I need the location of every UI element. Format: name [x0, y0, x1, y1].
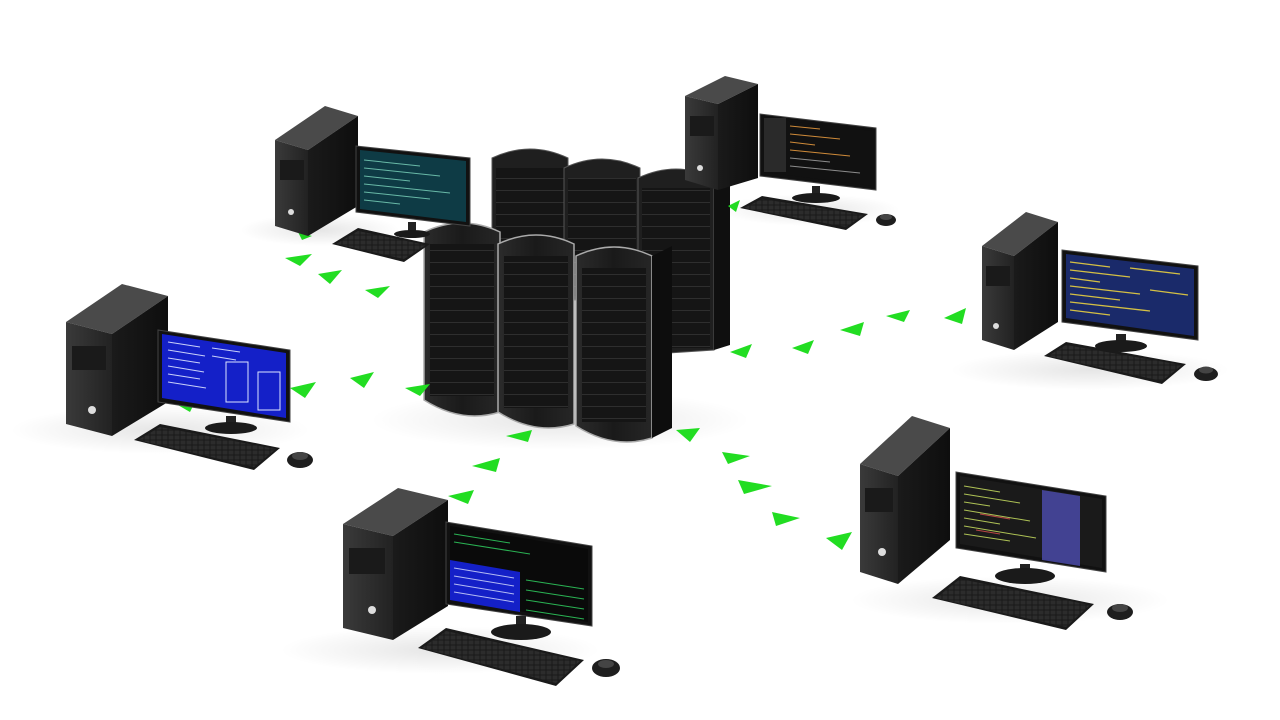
arrow-icon	[840, 322, 864, 336]
arrow-icon	[506, 430, 532, 442]
arrow-icon	[738, 480, 772, 494]
pc-tower	[66, 284, 168, 436]
power-button-icon	[88, 406, 96, 414]
keyboard	[932, 576, 1094, 630]
monitor	[759, 113, 877, 203]
mouse	[876, 214, 896, 226]
pc-tower	[275, 106, 358, 236]
pc-tower	[685, 76, 758, 190]
arrow-icon	[792, 340, 814, 354]
pc-tower	[343, 488, 448, 640]
keyboard	[332, 228, 430, 262]
monitor	[955, 471, 1107, 584]
arrow-icon	[318, 270, 342, 284]
server-rack-front-2	[497, 234, 575, 429]
arrow-icon	[944, 308, 966, 324]
mouse	[1107, 604, 1133, 620]
server-cluster	[370, 148, 750, 450]
mouse	[592, 659, 620, 677]
workstation-bottom-left	[280, 488, 620, 686]
workstation-left	[10, 284, 313, 470]
arrow-icon	[772, 512, 800, 526]
monitor-screen	[960, 476, 1102, 568]
power-button-icon	[878, 548, 886, 556]
workstation-top-left	[240, 106, 471, 262]
mouse	[287, 452, 313, 468]
monitor	[355, 145, 471, 238]
server-rack-front-3	[575, 246, 672, 443]
workstation-bottom-right	[850, 416, 1170, 630]
power-button-icon	[288, 209, 294, 215]
arrow-icon	[405, 384, 430, 396]
pc-tower	[982, 212, 1058, 350]
monitor-screen	[162, 334, 286, 418]
arrow-icon	[826, 532, 852, 550]
power-button-icon	[368, 606, 376, 614]
power-button-icon	[697, 165, 703, 171]
power-button-icon	[993, 323, 999, 329]
arrow-icon	[365, 286, 390, 298]
monitor-screen	[764, 118, 872, 186]
keyboard	[740, 196, 868, 230]
arrow-icon	[290, 382, 316, 398]
monitor	[157, 329, 291, 434]
monitor	[1061, 249, 1199, 352]
pc-tower	[860, 416, 950, 584]
workstation-right	[950, 212, 1230, 390]
monitor	[445, 521, 593, 640]
server-rack-front-1	[423, 222, 501, 417]
arrow-icon	[350, 372, 374, 388]
keyboard	[418, 628, 584, 686]
workstation-top-right	[685, 76, 900, 230]
arrow-icon	[448, 490, 474, 504]
monitor-screen	[360, 150, 466, 222]
arrow-icon	[472, 458, 500, 472]
arrow-icon	[722, 452, 750, 464]
arrow-icon	[285, 254, 312, 266]
arrow-icon	[886, 310, 910, 322]
keyboard	[134, 424, 280, 470]
arrow-icon	[676, 428, 700, 442]
mouse	[1194, 366, 1218, 381]
arrow-icon	[730, 344, 752, 358]
keyboard	[1044, 342, 1186, 384]
monitor-screen	[1066, 254, 1194, 336]
